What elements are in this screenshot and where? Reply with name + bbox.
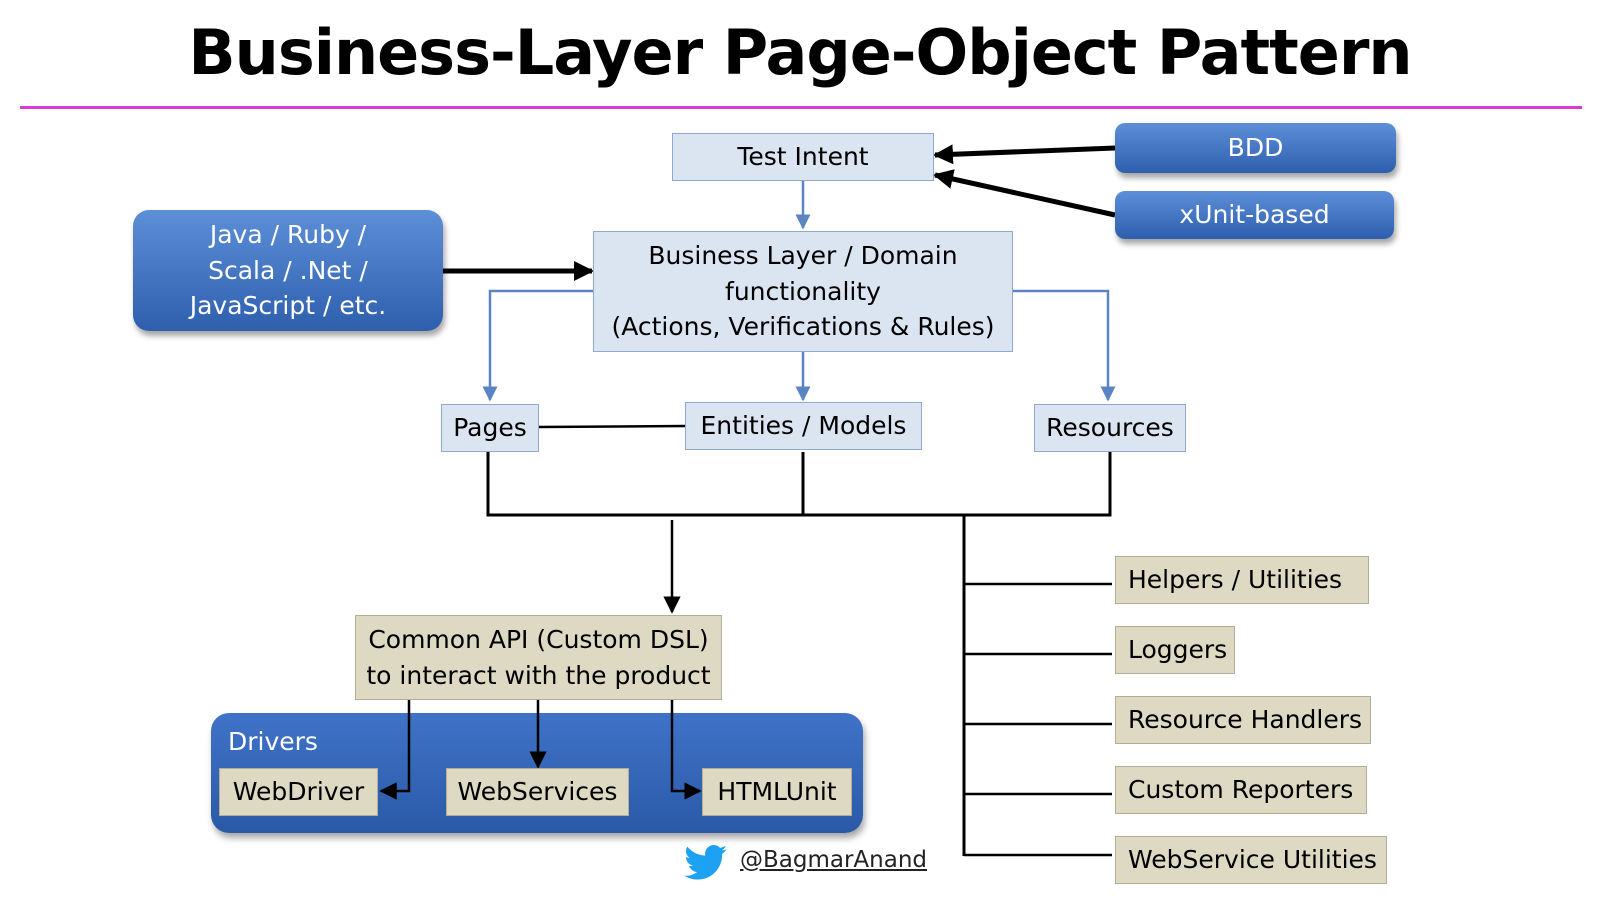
twitter-handle[interactable]: @BagmarAnand [740,847,928,873]
entities-box: Entities / Models [685,402,922,450]
arrow-api-to-webdriver [379,700,411,800]
utility-custom-reporters-box: Custom Reporters [1115,766,1367,814]
arrow-api-to-htmlunit [670,700,702,800]
arrow-business-to-pages [482,289,593,402]
arrow-business-to-resources [1013,289,1116,402]
utility-helpers-box: Helpers / Utilities [1115,556,1369,604]
common-api-box: Common API (Custom DSL) to interact with… [355,615,722,700]
bdd-box: BDD [1115,123,1396,173]
resources-box: Resources [1034,404,1186,452]
twitter-bird-icon [684,845,727,880]
drivers-label: Drivers [228,727,318,756]
htmlunit-box: HTMLUnit [702,768,852,816]
title-divider [20,106,1582,109]
pages-box: Pages [441,404,539,452]
utility-webservice-box: WebService Utilities [1115,836,1387,884]
webservices-box: WebServices [446,768,629,816]
utility-resource-handlers-box: Resource Handlers [1115,696,1371,744]
utility-loggers-box: Loggers [1115,626,1235,674]
arrow-bdd-to-intent [933,144,1116,165]
test-intent-box: Test Intent [672,133,934,181]
page-title: Business-Layer Page-Object Pattern [188,16,1412,89]
pages-entities-link [538,424,686,429]
layer-bus [486,452,1112,517]
arrow-xunit-to-intent [933,169,1116,218]
business-layer-box: Business Layer / Domain functionality (A… [593,231,1013,352]
languages-box: Java / Ruby / Scala / .Net / JavaScript … [133,210,443,331]
xunit-box: xUnit-based [1115,191,1394,239]
webdriver-box: WebDriver [219,768,378,816]
